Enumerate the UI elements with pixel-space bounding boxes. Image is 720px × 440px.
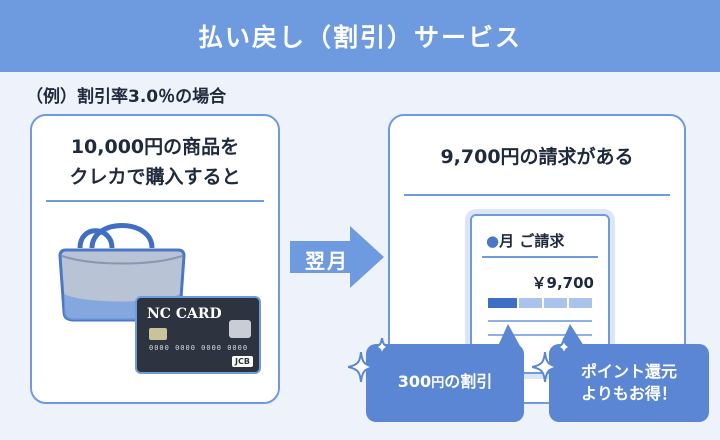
discount-text: の割引 xyxy=(444,372,493,391)
invoice-line xyxy=(488,334,592,336)
sparkle-icon xyxy=(374,338,390,356)
billing-heading: 9,700円の請求がある xyxy=(440,146,634,168)
invoice-line xyxy=(488,320,592,322)
arrow-right-icon xyxy=(290,226,384,288)
invoice-heading: ●月 ご請求 xyxy=(486,230,564,251)
discount-bubble: 300円の割引 xyxy=(366,344,524,422)
discount-amount: 300 xyxy=(397,372,432,391)
next-month-arrow: 翌月 xyxy=(284,224,388,290)
title-banner: 払い戻し（割引）サービス xyxy=(0,0,720,72)
purchase-heading-line2: クレカで購入すると xyxy=(69,166,241,188)
points-bubble: ポイント還元 よりもお得！ xyxy=(549,344,709,422)
sparkle-icon xyxy=(556,338,572,356)
page-title: 払い戻し（割引）サービス xyxy=(197,23,522,52)
points-line1: ポイント還元 xyxy=(580,362,677,381)
invoice-dot-icon: ● xyxy=(486,232,500,250)
card-network-logo: JCB xyxy=(232,356,253,367)
invoice-divider xyxy=(482,256,598,258)
invoice-bar xyxy=(488,298,592,308)
card-brand: NC CARD xyxy=(147,306,222,322)
arrow-label: 翌月 xyxy=(305,249,349,273)
purchase-divider xyxy=(46,200,264,202)
sparkle-icon xyxy=(348,352,374,382)
sparkle-icon xyxy=(532,352,558,382)
example-note: （例）割引率3.0％の場合 xyxy=(26,87,227,107)
card-chip xyxy=(149,328,167,340)
invoice-heading-text: 月 ご請求 xyxy=(499,232,565,250)
purchase-heading-line1: 10,000円の商品を xyxy=(70,136,240,158)
billing-divider xyxy=(404,194,670,196)
purchase-heading: 10,000円の商品を クレカで購入すると xyxy=(32,132,278,192)
card-hologram xyxy=(229,320,251,338)
invoice-amount: ￥9,700 xyxy=(531,274,594,292)
credit-card: NC CARD 0000 0000 0000 0000 JCB xyxy=(135,296,261,374)
points-line2: よりもお得！ xyxy=(581,384,677,403)
card-number: 0000 0000 0000 0000 xyxy=(149,344,249,352)
discount-unit: 円 xyxy=(431,376,445,391)
